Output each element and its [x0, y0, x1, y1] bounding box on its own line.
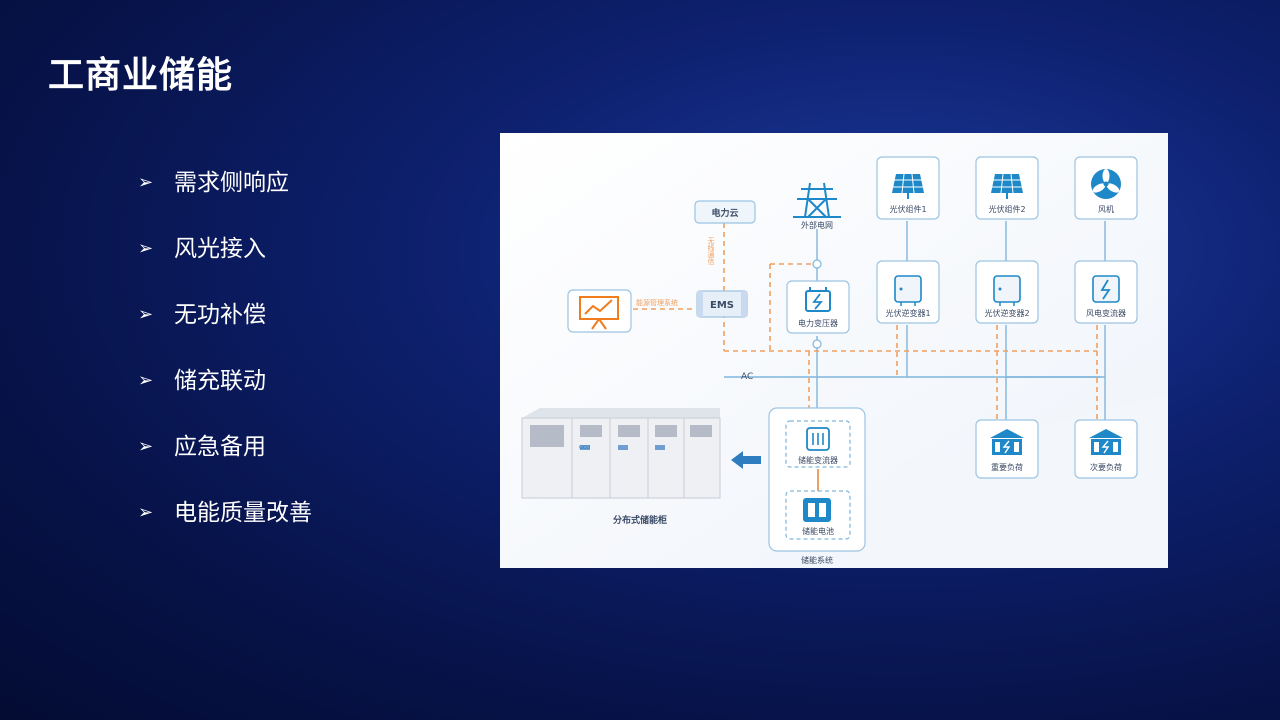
power-cloud-label: 电力云	[711, 207, 738, 219]
arrow-bullet-icon: ➢	[138, 172, 154, 193]
bullet-list: ➢需求侧响应 ➢风光接入 ➢无功补偿 ➢储充联动 ➢应急备用 ➢电能质量改善	[138, 168, 312, 564]
monitor-icon	[567, 289, 632, 333]
pv-inverter-2-label: 光伏逆变器2	[984, 308, 1029, 318]
left-arrow-icon	[731, 451, 761, 469]
ac-bus-label: AC	[741, 372, 753, 382]
arrow-bullet-icon: ➢	[138, 370, 154, 391]
storage-cabinet-image: GCU	[521, 408, 721, 499]
slide-title: 工商业储能	[48, 54, 234, 96]
battery-icon	[803, 498, 831, 522]
inverter-icon	[894, 275, 922, 306]
wind-turbine-node: 风机	[1074, 156, 1138, 220]
transformer-label: 电力变压器	[798, 318, 838, 328]
power-cloud-node: 电力云	[694, 200, 756, 224]
transformer-icon	[805, 287, 831, 312]
transformer-node: 电力变压器	[786, 280, 850, 334]
pv-module-1-node: 光伏组件1	[876, 156, 940, 220]
external-grid-label: 外部电网	[801, 220, 833, 230]
arrow-bullet-icon: ➢	[138, 304, 154, 325]
bullet-item: ➢风光接入	[138, 236, 266, 262]
bullet-item: ➢需求侧响应	[138, 170, 289, 196]
critical-load-label: 重要负荷	[991, 462, 1023, 472]
pv-module-2-label: 光伏组件2	[988, 204, 1025, 214]
inverter-icon	[993, 275, 1021, 306]
building-icon	[990, 429, 1024, 455]
arrow-bullet-icon: ➢	[138, 238, 154, 259]
arrow-bullet-icon: ➢	[138, 436, 154, 457]
fan-icon	[1091, 169, 1121, 199]
wind-converter-label: 风电变流器	[1086, 308, 1126, 318]
pcs-icon	[806, 427, 830, 451]
pv-inverter-1-label: 光伏逆变器1	[885, 308, 930, 318]
energy-storage-diagram: 电力云 无线通信 能源管理系统 EMS 外部电网 电力变	[500, 133, 1168, 568]
wind-turbine-label: 风机	[1098, 204, 1114, 214]
pv-inverter-1-node: 光伏逆变器1	[876, 260, 940, 324]
converter-icon	[1092, 275, 1120, 303]
bullet-item: ➢应急备用	[138, 434, 266, 460]
power-tower-icon	[793, 182, 841, 218]
ems-label: EMS	[710, 300, 734, 311]
secondary-load-label: 次要负荷	[1090, 462, 1122, 472]
solar-panel-icon	[991, 173, 1023, 199]
storage-system-label: 储能系统	[801, 555, 833, 565]
pv-module-2-node: 光伏组件2	[975, 156, 1039, 220]
wind-converter-node: 风电变流器	[1074, 260, 1138, 324]
pcs-label: 储能变流器	[798, 455, 838, 465]
bullet-item: ➢储充联动	[138, 368, 266, 394]
pv-module-1-label: 光伏组件1	[889, 204, 926, 214]
building-icon	[1089, 429, 1123, 455]
bullet-item: ➢电能质量改善	[138, 500, 312, 526]
secondary-load-node: 次要负荷	[1074, 419, 1138, 479]
solar-panel-icon	[892, 173, 924, 199]
cabinet-brand-label: GCU	[579, 445, 590, 451]
wireless-comm-label: 无线通信	[707, 237, 715, 266]
battery-label: 储能电池	[802, 526, 834, 536]
pv-inverter-2-node: 光伏逆变器2	[975, 260, 1039, 324]
ems-node: EMS	[696, 290, 748, 318]
arrow-bullet-icon: ➢	[138, 502, 154, 523]
storage-system-node: 储能变流器 储能电池	[768, 407, 866, 552]
ems-system-label: 能源管理系统	[636, 298, 678, 307]
critical-load-node: 重要负荷	[975, 419, 1039, 479]
bullet-item: ➢无功补偿	[138, 302, 266, 328]
cabinet-label: 分布式储能柜	[613, 514, 667, 526]
